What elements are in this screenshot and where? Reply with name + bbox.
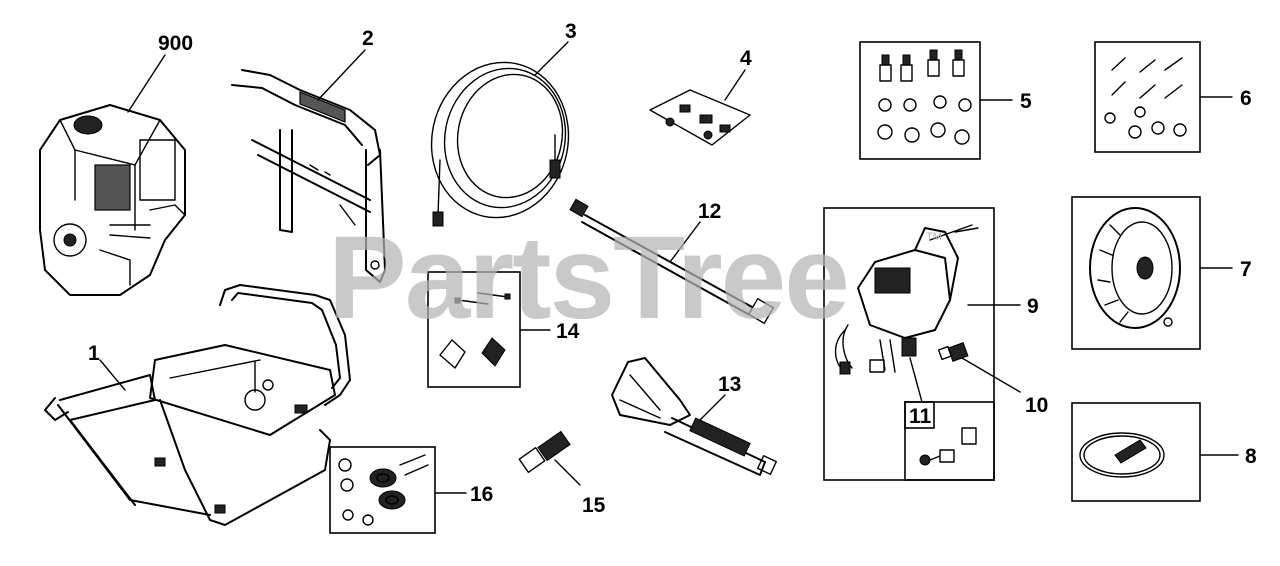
callout-8: 8 (1245, 445, 1257, 468)
oring-kit-part-8 (1079, 432, 1165, 478)
callout-3: 3 (565, 20, 577, 43)
fastener-kit-box-6[interactable] (1094, 41, 1201, 153)
callout-15: 15 (582, 494, 606, 517)
callout-900: 900 (158, 32, 193, 55)
partstree-watermark: PartsTree (328, 212, 848, 344)
frame-part-1[interactable] (44, 284, 351, 526)
unloader-kit-part-11 (919, 427, 977, 466)
unloader-kit-box-11[interactable] (904, 401, 995, 481)
callout-12: 12 (698, 200, 721, 223)
spray-wand-part-12[interactable] (569, 198, 774, 324)
callout-1: 1 (88, 342, 100, 365)
callout-16: 16 (470, 483, 493, 506)
fastener-kit-part-5 (877, 49, 972, 145)
wheel-box-7[interactable] (1071, 196, 1201, 350)
callout-11-frame (904, 401, 935, 429)
callout-4: 4 (740, 47, 752, 70)
pump-seal-item (901, 337, 917, 357)
spray-gun-part-13[interactable] (611, 357, 778, 476)
watermark-trademark: TM (926, 231, 942, 243)
hardware-kit-part-4[interactable] (649, 89, 751, 146)
callout-6: 6 (1240, 87, 1252, 110)
oring-kit-box-8[interactable] (1071, 402, 1201, 502)
callout-11: 11 (909, 405, 932, 428)
knob-kit-part-14 (439, 292, 511, 369)
callout-9: 9 (1027, 295, 1039, 318)
callout-10: 10 (1025, 394, 1048, 417)
hardware-kit-part-16 (338, 454, 429, 526)
callout-5: 5 (1020, 90, 1032, 113)
wheel-part-7 (1089, 207, 1181, 329)
handle-part-2[interactable] (231, 69, 386, 283)
pump-part-9 (834, 224, 979, 375)
callout-7: 7 (1240, 258, 1252, 281)
hose-part-3[interactable] (417, 50, 582, 231)
callout-2: 2 (362, 27, 374, 50)
nozzle-part-15[interactable] (518, 430, 571, 473)
fastener-kit-part-6 (1104, 57, 1187, 139)
callout-14: 14 (556, 320, 580, 343)
fitting-part-10[interactable] (937, 342, 969, 362)
engine-part-900[interactable] (39, 104, 186, 296)
hardware-kit-box-16[interactable] (329, 446, 436, 534)
callout-13: 13 (718, 373, 741, 396)
